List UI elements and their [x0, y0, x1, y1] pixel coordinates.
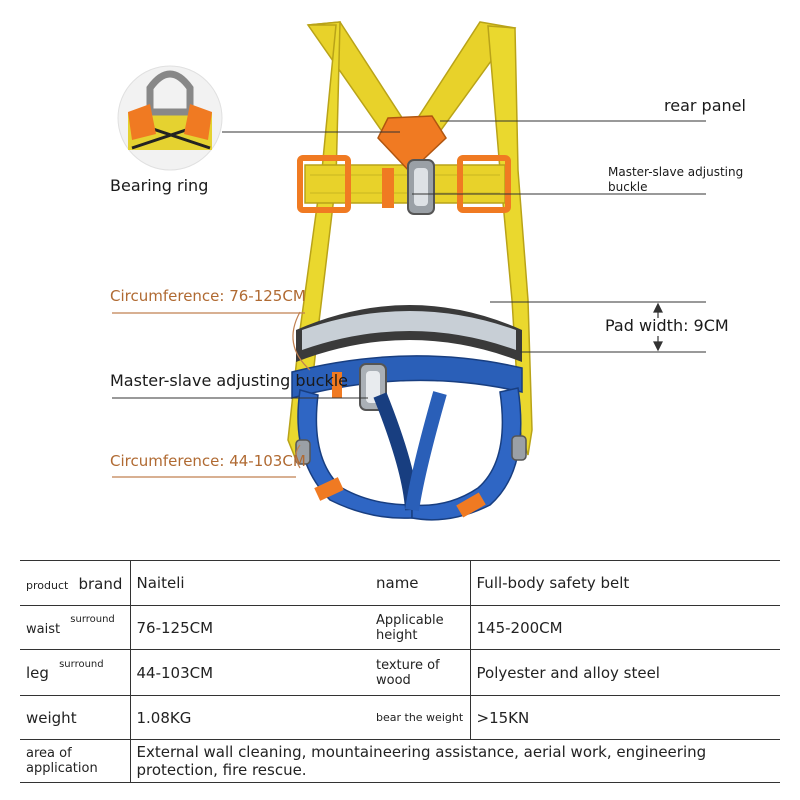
label-adjusting-buckle-waist: Master-slave adjusting buckle: [110, 371, 349, 390]
row-label: leg surround: [20, 649, 131, 696]
brand-value: Naiteli: [130, 560, 370, 606]
row-label: product brand: [20, 560, 131, 606]
row-label: bear the weight: [370, 695, 470, 740]
row-label: waist surround: [20, 605, 131, 650]
chest-slider-left: [297, 155, 351, 213]
table-row: waist surround 76-125CM Applicable heigh…: [20, 605, 780, 650]
label-rear-panel: rear panel: [664, 96, 746, 115]
material-value: Polyester and alloy steel: [469, 649, 780, 696]
bearing-ring-inset: [117, 65, 223, 171]
pad-width-arrows: [653, 302, 663, 352]
waist-belt: [291, 355, 523, 399]
application-value: External wall cleaning, mountaineering a…: [130, 739, 780, 783]
table-row: area of application External wall cleani…: [20, 739, 780, 783]
row-label: weight: [20, 695, 131, 740]
label-adjusting-buckle-top: Master-slave adjusting buckle: [608, 165, 744, 194]
harness-illustration: [112, 21, 706, 521]
label-circumference-waist: Circumference: 76-125CM: [110, 287, 306, 305]
height-value: 145-200CM: [469, 605, 780, 650]
leader-lines: [112, 120, 706, 399]
table-row: product brand Naiteli name Full-body saf…: [20, 560, 780, 606]
row-label: area of application: [20, 739, 131, 783]
chest-slider-right: [457, 155, 511, 213]
spec-table: product brand Naiteli name Full-body saf…: [20, 560, 780, 783]
load-value: >15KN: [469, 695, 780, 740]
circumference-lines: [112, 311, 311, 478]
label-bearing-ring: Bearing ring: [110, 176, 209, 195]
table-row: leg surround 44-103CM texture of wood Po…: [20, 649, 780, 696]
label-circumference-leg: Circumference: 44-103CM: [110, 452, 306, 470]
leg-value: 44-103CM: [130, 649, 370, 696]
shoulder-straps: [287, 21, 533, 462]
row-label: Applicable height: [370, 605, 470, 650]
table-row: weight 1.08KG bear the weight >15KN: [20, 695, 780, 740]
row-label: texture of wood: [370, 649, 470, 696]
row-label: name: [370, 560, 470, 606]
weight-value: 1.08KG: [130, 695, 370, 740]
leg-loop-right: [411, 387, 522, 521]
rear-panel: [377, 115, 447, 174]
waist-value: 76-125CM: [130, 605, 370, 650]
label-pad-width: Pad width: 9CM: [605, 316, 729, 335]
name-value: Full-body safety belt: [469, 560, 780, 606]
